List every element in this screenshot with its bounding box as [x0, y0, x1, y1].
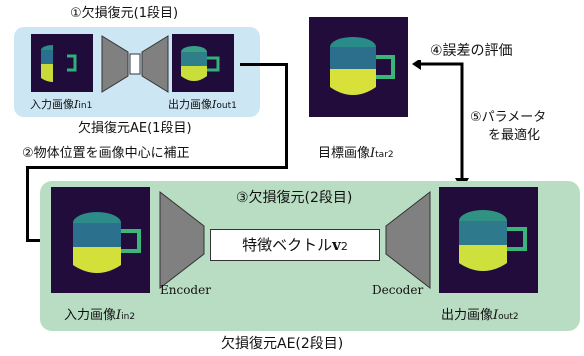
input-image-1-label: 入力画像: [30, 98, 74, 111]
step2-label: ②物体位置を画像中心に補正: [22, 146, 190, 161]
feature-vector-var: v: [332, 236, 341, 254]
ae-stage2-label: 欠損復元AE(2段目): [221, 336, 344, 352]
step5-label-line1: ⑤パラメータ: [470, 110, 547, 125]
output-image-1: [172, 34, 234, 92]
ae-stage1-label: 欠損復元AE(1段目): [78, 121, 192, 136]
target-image-label: 目標画像: [318, 146, 371, 161]
target-image-caption: 目標画像Itar2: [318, 146, 394, 163]
input-image-1-caption: 入力画像Iin1: [30, 97, 92, 114]
connector-stage1-right: [240, 63, 288, 66]
input-image-1-var: I: [74, 98, 79, 111]
output-image-2-sub: out2: [498, 312, 519, 322]
connector-into-input2: [26, 239, 50, 242]
error-arrow: [412, 60, 469, 190]
encoder-shape: [159, 190, 205, 290]
decoder-shape: [385, 190, 431, 290]
input-image-1-sub: in1: [78, 101, 93, 111]
output-image-1-label: 出力画像: [168, 98, 212, 111]
output-image-2-caption: 出力画像Iout2: [441, 308, 519, 325]
input-image-2-sub: in2: [121, 312, 136, 322]
encoder-label: Encoder: [160, 283, 211, 297]
input-image-2-label: 入力画像: [64, 308, 117, 323]
output-image-1-var: I: [212, 98, 217, 111]
output-image-1-caption: 出力画像Iout1: [168, 97, 237, 114]
target-image-var: I: [370, 146, 376, 161]
connector-horizontal: [26, 166, 288, 169]
input-image-1: [31, 34, 93, 92]
step5-label-line2: を最適化: [488, 128, 541, 143]
connector-vertical: [285, 63, 288, 169]
feature-vector-text: 特徴ベクトル: [242, 236, 333, 254]
step4-label: ④誤差の評価: [430, 43, 513, 59]
output-image-2-var: I: [493, 308, 499, 323]
input-image-2: [51, 187, 150, 293]
stage1-title: ①欠損復元(1段目): [70, 6, 179, 21]
target-image: [309, 17, 408, 117]
feature-vector-box: 特徴ベクトルv2: [210, 229, 380, 261]
input-image-2-caption: 入力画像Iin2: [64, 308, 135, 325]
input-image-2-var: I: [116, 308, 122, 323]
target-image-sub: tar2: [375, 150, 394, 160]
decoder-label: Decoder: [372, 283, 424, 297]
output-image-1-sub: out1: [216, 101, 237, 111]
output-image-2-label: 出力画像: [441, 308, 494, 323]
connector-down-left: [26, 166, 29, 242]
autoencoder-stage1-shape: [101, 35, 169, 93]
feature-vector-sub: 2: [340, 240, 348, 253]
stage2-title: ③欠損復元(2段目): [236, 190, 353, 206]
output-image-2: [439, 187, 538, 293]
